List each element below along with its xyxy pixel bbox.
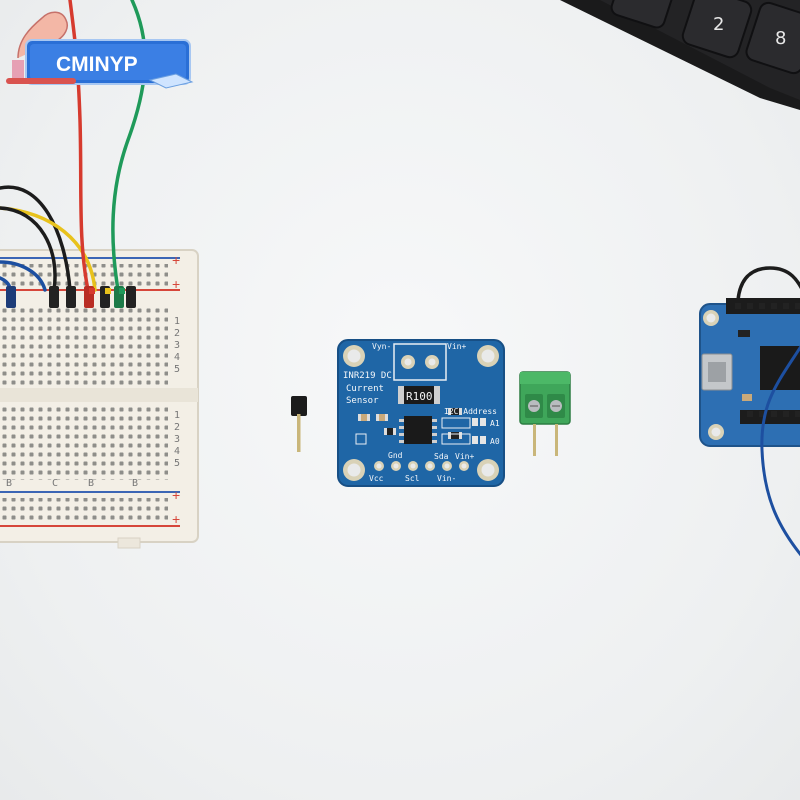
wire-black-2: [0, 206, 57, 292]
wire-red: [68, 0, 90, 292]
row-num-5: 5: [174, 364, 180, 375]
brand-text: CMINYP: [56, 53, 138, 76]
desk-icon: [6, 78, 76, 84]
ina219-chip: [399, 416, 437, 444]
rail-plus-3: +: [172, 487, 180, 503]
key-2-label: 2: [713, 14, 724, 35]
board-title-line3: Sensor: [346, 396, 379, 406]
label-a0: A0: [490, 437, 500, 446]
board-title-line2: Current: [346, 384, 384, 394]
wire-black-mcu: [736, 266, 800, 302]
pin-label-sda: Sda: [434, 452, 449, 461]
shunt-resistor: R100: [398, 386, 440, 404]
rail-holes-bottom: [0, 498, 168, 522]
terminal-holes-upper: [0, 305, 168, 385]
pin-label-vin-minus: Vin-: [437, 474, 456, 483]
wire-blue-mcu: [760, 345, 800, 557]
row-num-2: 2: [174, 328, 180, 339]
row-num-1b: 1: [174, 410, 180, 421]
pin-label-vin-plus: Vin+: [455, 452, 474, 461]
keyboard-key-2: 2: [681, 0, 753, 59]
board-title-line1: INR219 DC: [343, 371, 392, 381]
jumper-plugs: [6, 286, 136, 308]
breadboard: + + + + 1 2 3 4 5 1 2 3 4 5 B C B B: [0, 249, 199, 549]
header-pin: [291, 396, 307, 452]
label-vin-minus-top: Vyn-: [372, 342, 391, 351]
row-num-1: 1: [174, 316, 180, 327]
watermark-badge: CMINYP: [6, 11, 194, 89]
row-num-3: 3: [174, 340, 180, 351]
rail-plus-2: +: [172, 276, 180, 292]
terminal-holes-lower: [0, 404, 168, 480]
label-i2c-address: I2C Address: [444, 407, 497, 416]
resistor-label: R100: [406, 390, 433, 403]
wire-blue-1: [0, 260, 47, 292]
row-num-4: 4: [174, 352, 180, 363]
col-letter-1: B: [6, 478, 12, 489]
pencil-cup-icon: [12, 60, 24, 80]
label-vin-plus-top: Vin+: [447, 342, 466, 351]
key-8-label: 8: [775, 28, 786, 49]
rail-plus-1: +: [172, 252, 180, 268]
col-letter-4: B: [132, 478, 138, 489]
screw-terminal: [519, 371, 571, 456]
keyboard: 2 8: [560, 0, 800, 110]
pin-label-vcc: Vcc: [369, 474, 384, 483]
mcu-wires: [736, 266, 800, 557]
col-letter-3: B: [88, 478, 94, 489]
address-jumpers: [441, 417, 486, 445]
row-num-2b: 2: [174, 422, 180, 433]
jumper-wires: [0, 0, 147, 292]
mounting-holes: [343, 345, 499, 481]
center-channel: [0, 388, 198, 402]
smd-components: [355, 408, 462, 445]
current-sensor-board: Vyn- Vin+ INR219 DC Current Sensor R100: [337, 339, 505, 487]
book-icon: [148, 73, 194, 89]
row-num-4b: 4: [174, 446, 180, 457]
microcontroller-board: [699, 298, 800, 447]
brand-banner-inner: [30, 44, 186, 80]
wire-black-1: [0, 185, 72, 292]
pin-header-pads: [374, 461, 469, 471]
label-a1: A1: [490, 419, 500, 428]
row-num-5b: 5: [174, 458, 180, 469]
keyboard-key-8: 8: [745, 1, 800, 75]
pin-label-scl: Scl: [405, 474, 420, 483]
pin-label-gnd: Gnd: [388, 451, 403, 460]
rail-plus-4: +: [172, 511, 180, 527]
wire-green: [111, 0, 147, 292]
col-letter-2: C: [52, 478, 58, 489]
row-num-3b: 3: [174, 434, 180, 445]
